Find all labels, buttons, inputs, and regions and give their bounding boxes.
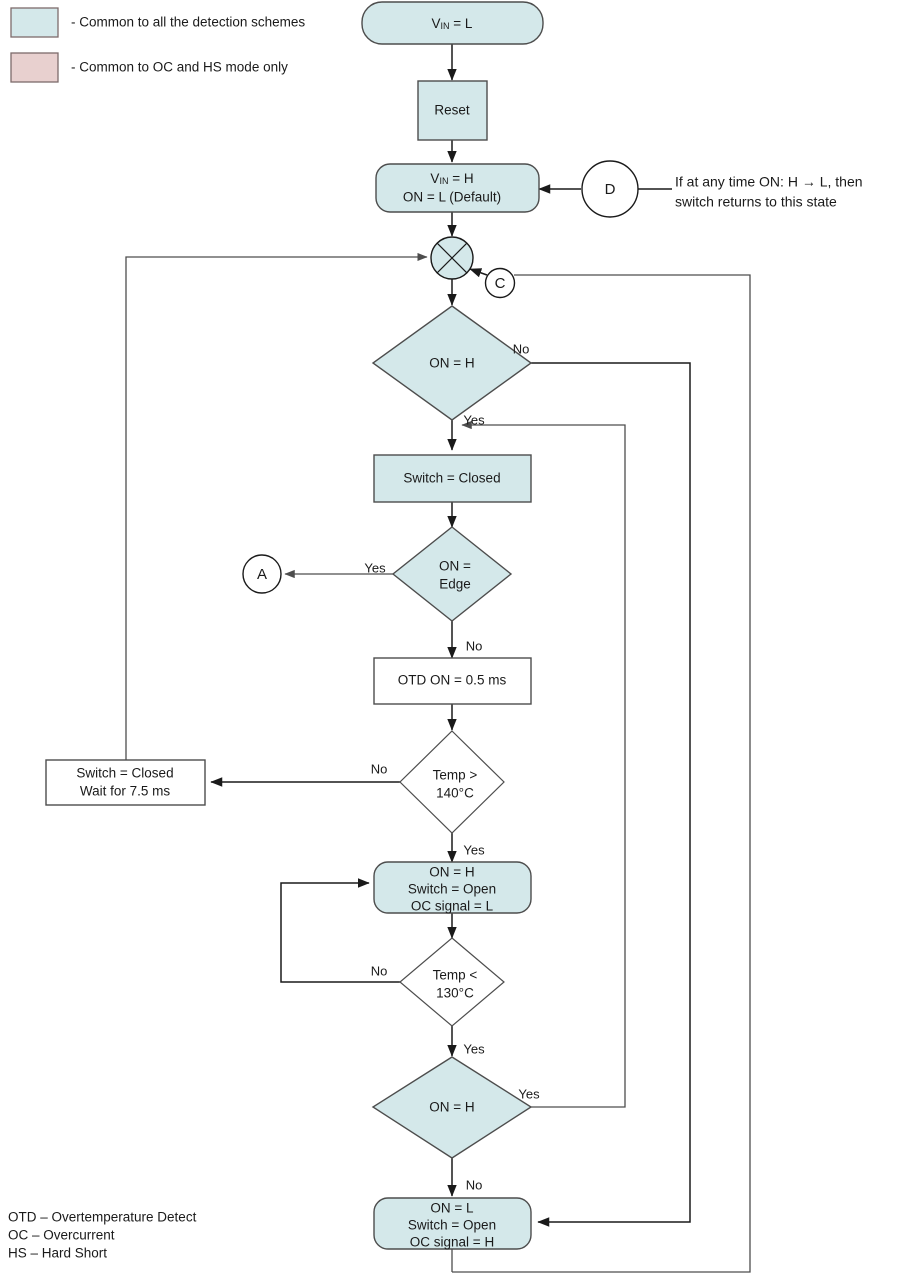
node-switch-closed-shape — [373, 454, 532, 503]
edge-label-tempgt-no: No — [371, 761, 388, 776]
node-otd-on-shape — [373, 657, 532, 705]
node-otd-on[interactable]: OTD ON = 0.5 ms — [373, 657, 532, 705]
node-switch-closed-wait-line2: Wait for 7.5 ms — [80, 784, 171, 799]
node-vin-low-shape — [361, 1, 544, 45]
node-otd-on-label: OTD ON = 0.5 ms — [398, 673, 507, 688]
connector-d[interactable]: D — [581, 160, 639, 218]
abbreviation-hs: HS – Hard Short — [8, 1246, 107, 1261]
node-on-h-top-label: ON = H — [429, 356, 474, 371]
node-vin-high-shape — [375, 163, 540, 213]
legend: - Common to all the detection schemes - … — [10, 7, 305, 83]
node-on-h-bottom-label: ON = H — [429, 1100, 474, 1115]
edge-label-onedge-no: No — [466, 638, 483, 653]
node-on-h-bottom[interactable]: ON = H — [371, 1056, 533, 1159]
node-vin-high-line2: ON = L (Default) — [403, 190, 501, 205]
legend-label-pink: - Common to OC and HS mode only — [71, 60, 288, 75]
legend-item-pink: - Common to OC and HS mode only — [10, 52, 288, 83]
node-switch-closed-label: Switch = Closed — [403, 471, 500, 486]
node-on-h-top-shape — [371, 305, 533, 421]
node-on-edge-shape — [391, 526, 513, 622]
edge-c-loop-from-bottom — [452, 274, 751, 1273]
node-on-edge[interactable]: ON = Edge — [391, 526, 513, 622]
edges — [125, 44, 751, 1273]
node-open-oc-low-line3: OC signal = L — [411, 899, 494, 914]
edge-templt-no-loop — [280, 878, 413, 983]
connector-a[interactable]: A — [242, 554, 282, 594]
node-switch-closed-wait-shape — [45, 759, 206, 806]
node-reset-label: Reset — [434, 103, 470, 118]
merge-junction-cross — [436, 242, 468, 274]
node-open-oc-high-shape — [373, 1197, 532, 1250]
edge-label-onh-top-yes: Yes — [463, 412, 485, 427]
node-reset[interactable]: Reset — [417, 80, 488, 141]
node-open-oc-low-shape — [373, 861, 532, 914]
node-on-edge-line1: ON = — [439, 559, 471, 574]
edge-onh-bottom-yes-return — [461, 420, 626, 1108]
connector-c-label: C — [495, 275, 506, 292]
node-temp-gt-140-line2: 140°C — [436, 786, 474, 801]
node-vin-high[interactable]: VIN = H ON = L (Default) — [375, 163, 540, 213]
legend-swatch-blue — [10, 7, 59, 38]
node-open-oc-high-line2: Switch = Open — [408, 1218, 496, 1233]
merge-junction[interactable] — [430, 236, 474, 280]
edge-c-to-junction — [469, 268, 488, 278]
node-temp-lt-130[interactable]: Temp < 130°C — [399, 937, 505, 1027]
node-vin-low[interactable]: VIN = L — [361, 1, 544, 45]
annotation-d: If at any time ON: H → L, then switch re… — [675, 174, 863, 210]
connector-a-circle — [242, 554, 282, 594]
node-on-h-top[interactable]: ON = H — [371, 305, 533, 421]
node-open-oc-high-line1: ON = L — [430, 1201, 474, 1216]
node-vin-high-line1: VIN = H — [430, 171, 473, 187]
node-temp-gt-140[interactable]: Temp > 140°C — [399, 730, 505, 834]
node-on-edge-line2: Edge — [439, 577, 471, 592]
node-temp-gt-140-shape — [399, 730, 505, 834]
node-reset-shape — [417, 80, 488, 141]
edge-label-templt-no: No — [371, 963, 388, 978]
edge-label-onh-top-no: No — [513, 341, 530, 356]
node-temp-lt-130-shape — [399, 937, 505, 1027]
legend-item-blue: - Common to all the detection schemes — [10, 7, 305, 38]
connector-a-label: A — [257, 566, 267, 583]
edge-label-tempgt-yes: Yes — [463, 842, 485, 857]
abbreviation-otd: OTD – Overtemperature Detect — [8, 1210, 197, 1225]
edge-label-onedge-yes: Yes — [364, 560, 386, 575]
node-temp-lt-130-line1: Temp < — [433, 968, 478, 983]
node-switch-closed-wait-line1: Switch = Closed — [76, 766, 173, 781]
node-open-oc-high[interactable]: ON = L Switch = Open OC signal = H — [373, 1197, 532, 1250]
node-switch-closed-wait[interactable]: Switch = Closed Wait for 7.5 ms — [45, 759, 206, 806]
node-open-oc-low-line1: ON = H — [429, 865, 474, 880]
node-open-oc-high-line3: OC signal = H — [410, 1235, 494, 1250]
legend-label-blue: - Common to all the detection schemes — [71, 15, 305, 30]
connector-d-circle — [581, 160, 639, 218]
annotation-d-line1: If at any time ON: H → L, then — [675, 174, 863, 190]
node-temp-gt-140-line1: Temp > — [433, 768, 478, 783]
edge-onh-top-no-to-onl — [531, 362, 691, 1227]
annotation-d-line2: switch returns to this state — [675, 194, 837, 210]
node-temp-lt-130-line2: 130°C — [436, 986, 474, 1001]
edge-label-templt-yes: Yes — [463, 1041, 485, 1056]
connector-c-circle — [484, 267, 516, 299]
abbreviation-list: OTD – Overtemperature Detect OC – Overcu… — [8, 1210, 197, 1261]
node-open-oc-low[interactable]: ON = H Switch = Open OC signal = L — [373, 861, 532, 914]
edge-label-onh-bottom-yes: Yes — [518, 1086, 540, 1101]
node-open-oc-low-line2: Switch = Open — [408, 882, 496, 897]
abbreviation-oc: OC – Overcurrent — [8, 1228, 115, 1243]
node-vin-low-label: VIN = L — [432, 16, 473, 32]
legend-swatch-pink — [10, 52, 59, 83]
connector-d-label: D — [605, 181, 616, 198]
node-switch-closed[interactable]: Switch = Closed — [373, 454, 532, 503]
edge-wait-return-to-junction — [125, 252, 428, 760]
node-on-h-bottom-shape — [371, 1056, 533, 1159]
edge-label-onh-bottom-no: No — [466, 1177, 483, 1192]
connector-c[interactable]: C — [484, 267, 516, 299]
